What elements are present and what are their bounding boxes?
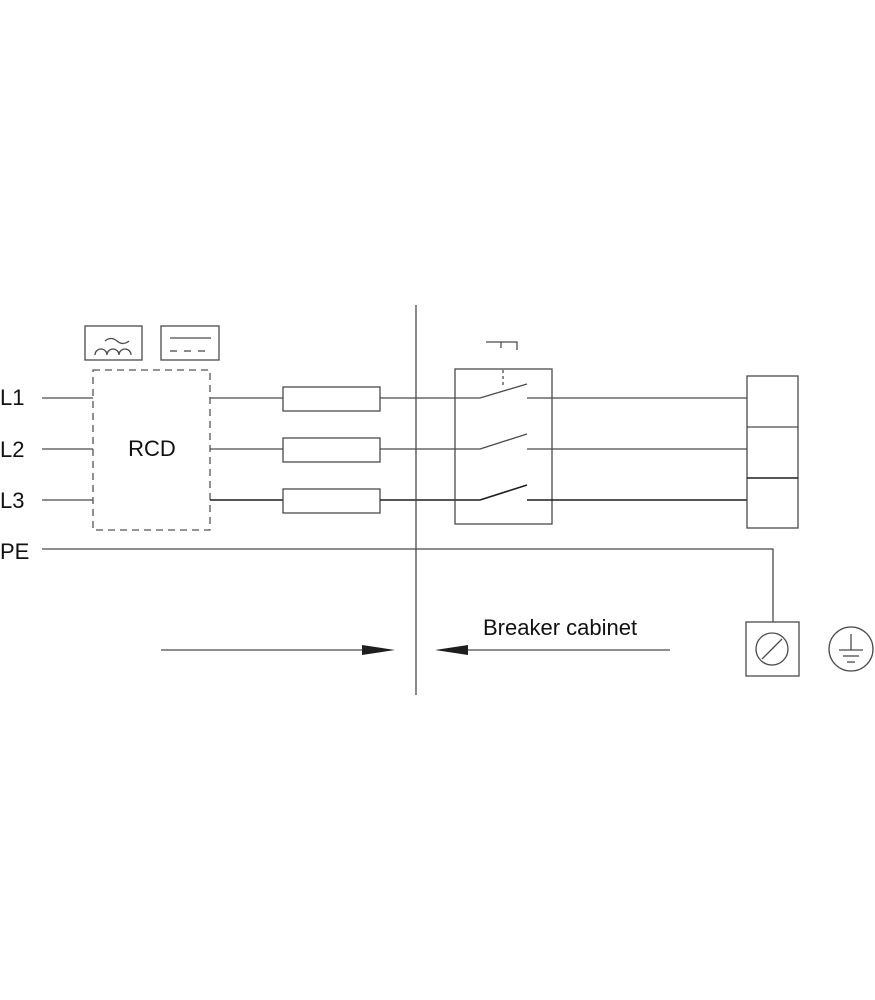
switch-blade-l3 — [479, 484, 528, 501]
rcd-label: RCD — [128, 436, 176, 461]
label-pe: PE — [0, 539, 29, 564]
screw-terminal-icon — [745, 621, 800, 677]
rcd-box — [92, 369, 211, 531]
dc-current-icon — [160, 325, 220, 361]
fuse-l3 — [282, 488, 381, 514]
switch-blade-l2 — [479, 433, 528, 450]
arrow-right — [161, 645, 395, 655]
breaker-box — [454, 368, 553, 525]
breaker-actuator — [486, 341, 518, 350]
label-l1: L1 — [0, 385, 24, 410]
ac-current-icon — [84, 325, 143, 361]
fuse-l2 — [282, 437, 381, 463]
label-l3: L3 — [0, 488, 24, 513]
label-l2: L2 — [0, 437, 24, 462]
fuse-l1 — [282, 386, 381, 412]
terminal-block — [746, 375, 799, 529]
wire-pe — [42, 548, 774, 622]
breaker-cabinet-label: Breaker cabinet — [483, 615, 637, 640]
switch-blade-l1 — [479, 383, 528, 399]
earth-ground-icon — [828, 626, 874, 672]
arrow-left — [435, 645, 670, 655]
